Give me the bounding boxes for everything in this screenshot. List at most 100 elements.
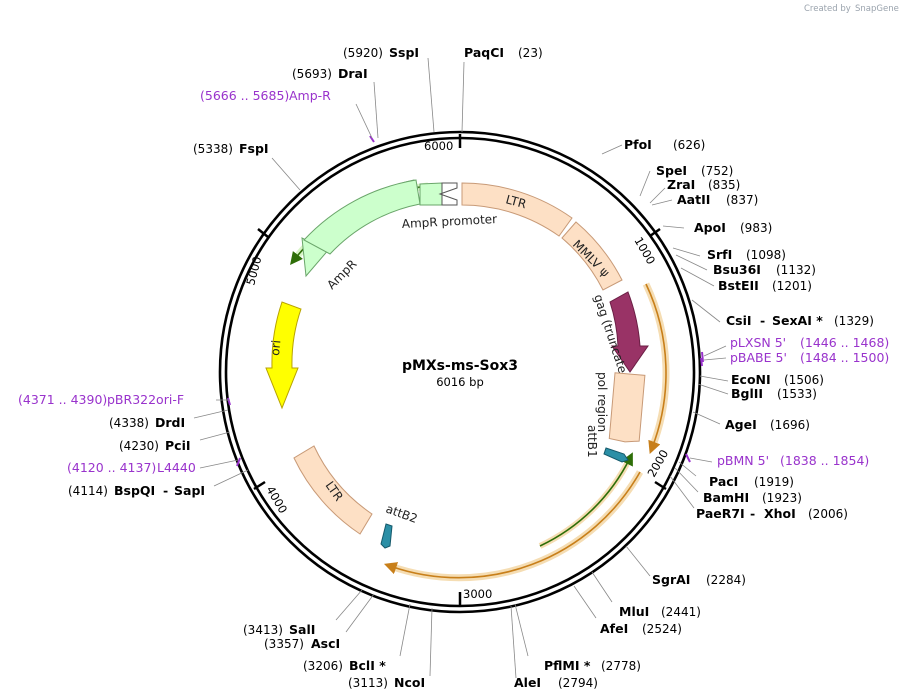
snapgene-logo: SnapGene bbox=[855, 4, 899, 14]
primer-plxsn-name: pLXSN 5' bbox=[730, 335, 786, 350]
site-spei-name: SpeI bbox=[656, 163, 687, 178]
site-alei-name: AleI bbox=[514, 675, 541, 690]
ltr-top-label: LTR bbox=[504, 192, 528, 211]
site-drdi-pos: (4338) bbox=[109, 416, 149, 430]
pbmn-mark bbox=[685, 453, 691, 463]
site-bspqi-sep: - bbox=[163, 483, 168, 498]
site-csii-name: CsiI bbox=[726, 313, 752, 328]
site-bamhi-name: BamHI bbox=[703, 490, 749, 505]
site-sspi-pos: (5920) bbox=[343, 46, 383, 60]
primer-ampr-name: Amp-R bbox=[289, 88, 331, 103]
mmlv-psi-feature bbox=[561, 221, 623, 291]
primer-marks bbox=[227, 135, 704, 467]
site-drai-pos: (5693) bbox=[292, 67, 332, 81]
site-paqci-pos: (23) bbox=[518, 46, 543, 60]
site-sali-pos: (3413) bbox=[243, 623, 283, 637]
ampr-label: AmpR bbox=[324, 257, 359, 292]
attb1-feature bbox=[603, 447, 629, 463]
site-fspi-pos: (5338) bbox=[193, 142, 233, 156]
primer-l4440-name: L4440 bbox=[157, 460, 196, 475]
site-pcii-name: PciI bbox=[165, 438, 191, 453]
site-sali-name: SalI bbox=[289, 622, 315, 637]
tick-2000 bbox=[654, 480, 667, 491]
site-ncoi-name: NcoI bbox=[394, 675, 425, 690]
site-paer7i-pos: (2006) bbox=[808, 507, 848, 521]
site-zrai-pos: (835) bbox=[708, 178, 740, 192]
tick-label-6000: 6000 bbox=[424, 139, 453, 153]
primer-pbabe-name: pBABE 5' bbox=[730, 350, 787, 365]
site-pfimi-pos: (2778) bbox=[601, 659, 641, 673]
ampr-primer-mark bbox=[369, 135, 375, 143]
site-aatii-name: AatII bbox=[677, 192, 710, 207]
ori-feature bbox=[265, 301, 302, 410]
site-drdi-name: DrdI bbox=[155, 415, 185, 430]
tick-1000 bbox=[649, 227, 661, 238]
site-agei-name: AgeI bbox=[725, 417, 757, 432]
site-agei-pos: (1696) bbox=[770, 418, 810, 432]
site-zrai-name: ZraI bbox=[667, 177, 695, 192]
primer-pbr322-pos: (4371 .. 4390) bbox=[18, 392, 107, 407]
site-sgrai-pos: (2284) bbox=[706, 573, 746, 587]
tick-5000 bbox=[257, 228, 269, 238]
l4440-mark bbox=[236, 457, 241, 467]
site-srfi-pos: (1098) bbox=[746, 248, 786, 262]
site-pfoi-name: PfoI bbox=[624, 137, 652, 152]
site-paer7i-name: PaeR7I bbox=[696, 506, 745, 521]
tick-label-4000: 4000 bbox=[263, 484, 290, 516]
primer-l4440-pos: (4120 .. 4137) bbox=[67, 460, 156, 475]
orf-arrow-bottom bbox=[383, 471, 641, 579]
orf-arrow-right bbox=[645, 283, 667, 454]
site-bspqi-pos: (4114) bbox=[68, 484, 108, 498]
primer-pbmn-name: pBMN 5' bbox=[717, 453, 769, 468]
gag-feature bbox=[609, 291, 649, 373]
site-sapi-name: SapI bbox=[174, 483, 205, 498]
site-paci-name: PacI bbox=[709, 474, 738, 489]
site-mlui-pos: (2441) bbox=[661, 605, 701, 619]
site-xhoi-name: XhoI bbox=[764, 506, 796, 521]
site-csii-pos: (1329) bbox=[834, 314, 874, 328]
plasmid-length: 6016 bp bbox=[436, 375, 484, 389]
primer-labels: pLXSN 5' (1446 .. 1468) pBABE 5' (1484 .… bbox=[18, 88, 889, 475]
tick-4000 bbox=[253, 480, 266, 491]
primer-pbr322-name: pBR322ori-F bbox=[107, 392, 184, 407]
site-bglii-pos: (1533) bbox=[777, 387, 817, 401]
site-afei-pos: (2524) bbox=[642, 622, 682, 636]
site-drai-name: DraI bbox=[338, 66, 368, 81]
site-csii-sep: - bbox=[760, 313, 765, 328]
plasmid-name: pMXs-ms-Sox3 bbox=[402, 358, 518, 374]
leader-lines bbox=[193, 57, 729, 679]
site-apoi-pos: (983) bbox=[740, 221, 772, 235]
site-alei-pos: (2794) bbox=[558, 676, 598, 690]
site-bcli-name: BclI * bbox=[349, 658, 386, 673]
pol-label: pol region bbox=[595, 372, 609, 432]
site-paqci-name: PaqCI bbox=[464, 45, 504, 60]
site-fspi-name: FspI bbox=[239, 141, 269, 156]
site-srfi-name: SrfI bbox=[707, 247, 732, 262]
site-bsteii-pos: (1201) bbox=[772, 279, 812, 293]
ltr-top-feature bbox=[461, 182, 573, 237]
site-pfimi-name: PflMI * bbox=[544, 658, 591, 673]
site-asci-name: AscI bbox=[311, 636, 340, 651]
site-bsu36i-pos: (1132) bbox=[776, 263, 816, 277]
orf-arrow-green bbox=[539, 452, 633, 547]
pol-region-feature bbox=[608, 372, 646, 443]
site-ncoi-pos: (3113) bbox=[348, 676, 388, 690]
site-afei-name: AfeI bbox=[600, 621, 628, 636]
site-bamhi-pos: (1923) bbox=[762, 491, 802, 505]
site-asci-pos: (3357) bbox=[264, 637, 304, 651]
site-pfoi-pos: (626) bbox=[673, 138, 705, 152]
site-sexai-name: SexAI * bbox=[772, 313, 823, 328]
primer-pbmn-pos: (1838 .. 1854) bbox=[780, 453, 869, 468]
site-mlui-name: MluI bbox=[619, 604, 649, 619]
plxsn-mark bbox=[701, 351, 704, 363]
site-paci-pos: (1919) bbox=[754, 475, 794, 489]
primer-plxsn-pos: (1446 .. 1468) bbox=[800, 335, 889, 350]
tick-label-2000: 2000 bbox=[644, 447, 671, 479]
site-sgrai-name: SgrAI bbox=[652, 572, 690, 587]
site-apoi-name: ApoI bbox=[694, 220, 726, 235]
tick-label-3000: 3000 bbox=[463, 587, 492, 601]
ampr-body bbox=[303, 179, 421, 255]
attb1-label: attB1 bbox=[585, 425, 599, 458]
site-spei-pos: (752) bbox=[701, 164, 733, 178]
